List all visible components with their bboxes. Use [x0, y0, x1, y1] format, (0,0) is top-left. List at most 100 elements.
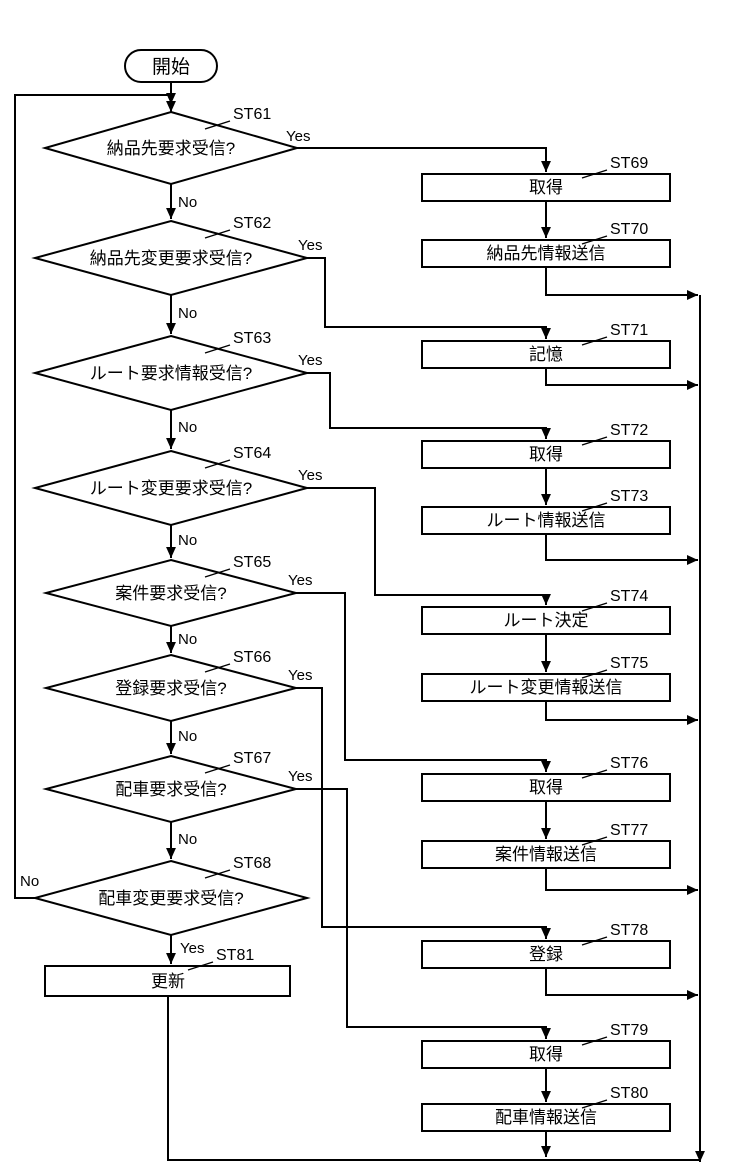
decision-label: 納品先要求受信?: [107, 139, 235, 158]
edge-st61-yes: [297, 147, 551, 172]
step-tick: [581, 602, 608, 612]
step-id: ST72: [610, 422, 648, 439]
step-tick: [581, 936, 608, 946]
process-box: [421, 340, 671, 369]
process-label: ルート情報送信: [487, 511, 606, 530]
process-box: [421, 506, 671, 535]
step-id: ST77: [610, 822, 648, 839]
process-st77: 案件情報送信 ST77: [421, 822, 671, 869]
decision-diamond: [31, 449, 311, 527]
step-tick: [204, 344, 231, 354]
decision-label: 案件要求受信?: [115, 584, 226, 603]
step-tick: [581, 336, 608, 346]
yes-label: Yes: [298, 467, 322, 484]
process-st76: 取得 ST76: [421, 755, 671, 802]
process-box: [421, 1103, 671, 1132]
nodes: 開始 納品先要求受信? ST61 Yes No 納品先変更要求受信? ST62 …: [20, 49, 671, 1132]
edges: [14, 82, 705, 1162]
process-label: 取得: [529, 1045, 563, 1064]
no-label: No: [178, 631, 197, 648]
decision-st66: 登録要求受信? ST66 Yes No: [42, 649, 312, 745]
no-label: No: [178, 305, 197, 322]
decision-st63: ルート要求情報受信? ST63 Yes No: [31, 330, 322, 436]
decision-st67: 配車要求受信? ST67 Yes No: [42, 750, 312, 848]
yes-label: Yes: [286, 128, 310, 145]
decision-diamond: [42, 754, 300, 824]
edge-st66-yes: [296, 687, 551, 939]
process-label: 取得: [529, 778, 563, 797]
edge-st68-no-loop: [14, 94, 169, 899]
yes-label: Yes: [288, 572, 312, 589]
step-tick: [581, 836, 608, 846]
process-box: [421, 773, 671, 802]
step-id: ST68: [233, 855, 271, 872]
step-tick: [581, 1099, 608, 1109]
step-tick: [581, 169, 608, 179]
process-box: [44, 965, 291, 997]
process-st69: 取得 ST69: [421, 155, 671, 202]
process-label: ルート変更情報送信: [470, 678, 623, 697]
process-label: ルート決定: [504, 611, 589, 630]
process-st80: 配車情報送信 ST80: [421, 1085, 671, 1132]
edge-st71-out: [545, 368, 698, 390]
process-st73: ルート情報送信 ST73: [421, 488, 671, 535]
process-st71: 記憶 ST71: [421, 322, 671, 369]
process-st72: 取得 ST72: [421, 422, 671, 469]
decision-st64: ルート変更要求受信? ST64 Yes No: [31, 445, 322, 549]
decision-diamond: [31, 859, 311, 937]
no-label: No: [178, 194, 197, 211]
step-id: ST79: [610, 1022, 648, 1039]
step-id: ST63: [233, 330, 271, 347]
yes-label: Yes: [288, 768, 312, 785]
step-id: ST65: [233, 554, 271, 571]
process-box: [421, 173, 671, 202]
step-tick: [204, 568, 231, 578]
process-st79: 取得 ST79: [421, 1022, 671, 1069]
process-box: [421, 840, 671, 869]
process-st74: ルート決定 ST74: [421, 588, 671, 635]
step-tick: [204, 120, 231, 130]
step-tick: [581, 669, 608, 679]
process-box: [421, 239, 671, 268]
step-id: ST78: [610, 922, 648, 939]
process-box: [421, 440, 671, 469]
process-label: 配車情報送信: [495, 1108, 597, 1127]
decision-st61: 納品先要求受信? ST61 Yes No: [41, 106, 310, 211]
decision-diamond: [31, 334, 311, 412]
step-tick: [187, 961, 214, 971]
step-id: ST70: [610, 221, 648, 238]
step-id: ST73: [610, 488, 648, 505]
step-tick: [581, 235, 608, 245]
start-node: 開始: [124, 49, 218, 83]
decision-st68: 配車変更要求受信? ST68 Yes No: [20, 855, 311, 957]
process-st70: 納品先情報送信 ST70: [421, 221, 671, 268]
process-label: 取得: [529, 445, 563, 464]
step-tick: [204, 663, 231, 673]
yes-label: Yes: [180, 940, 204, 957]
process-box: [421, 940, 671, 969]
step-id: ST69: [610, 155, 648, 172]
process-label: 更新: [151, 972, 185, 991]
step-tick: [204, 459, 231, 469]
no-label: No: [178, 532, 197, 549]
start-label: 開始: [152, 56, 190, 78]
decision-diamond: [42, 653, 300, 723]
step-id: ST80: [610, 1085, 648, 1102]
decision-diamond: [31, 219, 311, 297]
step-id: ST62: [233, 215, 271, 232]
step-tick: [204, 229, 231, 239]
process-st78: 登録 ST78: [421, 922, 671, 969]
edge-st62-yes: [307, 257, 551, 339]
edge-st70-out: [545, 267, 698, 300]
yes-label: Yes: [298, 352, 322, 369]
step-id: ST67: [233, 750, 271, 767]
step-tick: [204, 869, 231, 879]
no-label: No: [178, 419, 197, 436]
edge-st67-yes: [296, 788, 551, 1039]
edge-st63-yes: [307, 372, 551, 439]
step-id: ST76: [610, 755, 648, 772]
decision-diamond: [41, 110, 301, 186]
process-label: 記憶: [529, 345, 563, 364]
